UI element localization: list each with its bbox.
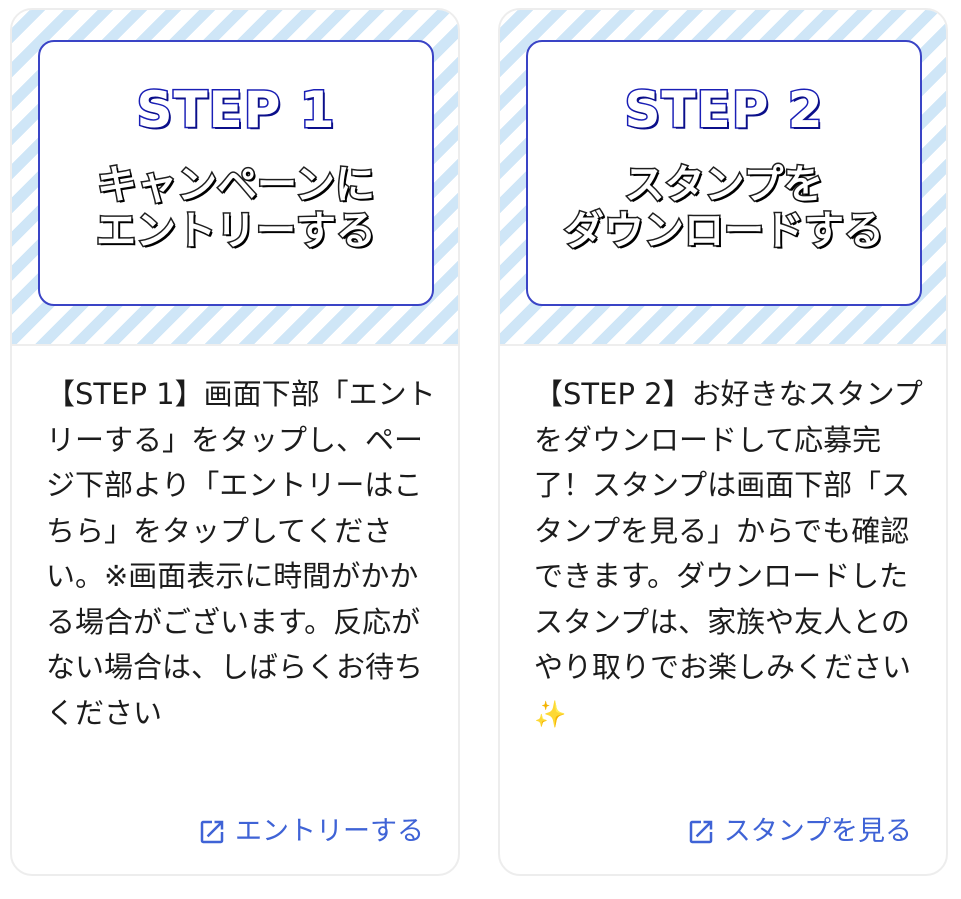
step-2-banner-box: STEP 2 スタンプを ダウンロードする — [526, 40, 922, 306]
step-1-banner: STEP 1 キャンペーンに エントリーする — [12, 10, 458, 346]
step-1-subtitle-line1: キャンペーンに — [96, 161, 377, 210]
step-2-description-text: 【STEP 2】お好きなスタンプをダウンロードして応募完了！スタンプは画面下部「… — [534, 377, 923, 684]
external-link-icon — [689, 820, 713, 844]
step-1-subtitle: キャンペーンに エントリーする — [40, 161, 432, 256]
entry-link[interactable]: エントリーする — [197, 814, 424, 850]
view-stamps-link[interactable]: スタンプを見る — [686, 814, 912, 850]
sparkle-icon: ✨ — [534, 699, 567, 730]
external-link-icon — [200, 820, 224, 844]
step-1-description: 【STEP 1】画面下部「エントリーする」をタップし、ページ下部より「エントリー… — [46, 372, 438, 736]
step-2-title: STEP 2 — [623, 81, 824, 140]
step-2-description: 【STEP 2】お好きなスタンプをダウンロードして応募完了！スタンプは画面下部「… — [534, 372, 926, 738]
step-2-subtitle: スタンプを ダウンロードする — [528, 161, 920, 256]
step-1-banner-box: STEP 1 キャンペーンに エントリーする — [38, 40, 434, 306]
view-stamps-link-label: スタンプを見る — [723, 816, 912, 847]
step-1-subtitle-line2: エントリーする — [95, 207, 378, 256]
step-1-title: STEP 1 — [135, 81, 336, 140]
step-2-card: STEP 2 スタンプを ダウンロードする 【STEP 2】お好きなスタンプをダ… — [498, 8, 948, 876]
step-2-subtitle-line1: スタンプを — [623, 161, 825, 210]
step-2-banner: STEP 2 スタンプを ダウンロードする — [500, 10, 946, 346]
step-1-card: STEP 1 キャンペーンに エントリーする 【STEP 1】画面下部「エントリ… — [10, 8, 460, 876]
step-1-description-text: 【STEP 1】画面下部「エントリーする」をタップし、ページ下部より「エントリー… — [46, 377, 436, 730]
entry-link-label: エントリーする — [235, 816, 424, 847]
step-2-subtitle-line2: ダウンロードする — [563, 207, 886, 256]
